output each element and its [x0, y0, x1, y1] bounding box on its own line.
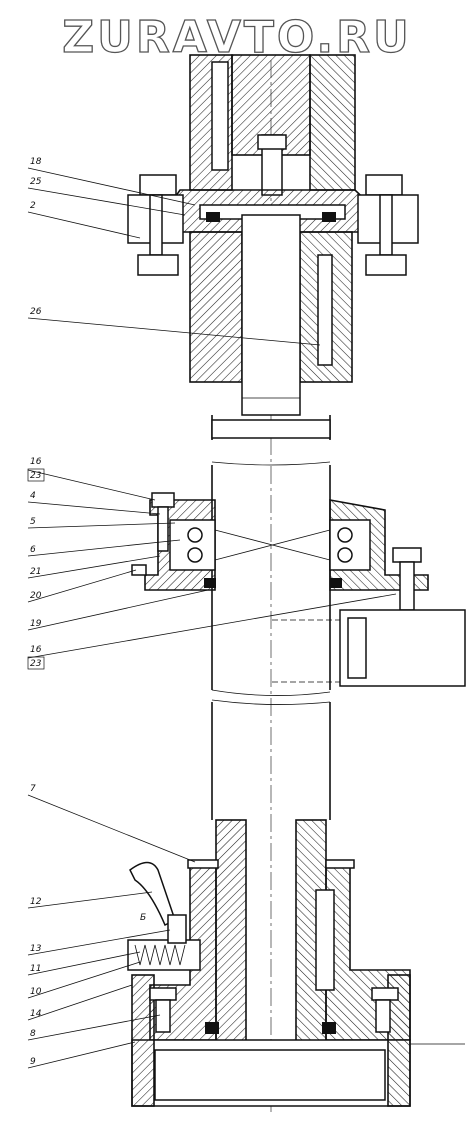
callout-23-a-box: [27, 468, 45, 482]
callout-6: 6: [30, 545, 36, 555]
callout-4: 4: [30, 491, 36, 501]
callout-labels: 18 25 2 26 16 23 4 5 6 21 20 19 16 23 7 …: [27, 157, 146, 1067]
callout-5: 5: [30, 517, 36, 527]
top-housing: [127, 54, 419, 416]
callout-25: 25: [30, 177, 42, 187]
callout-20: 20: [30, 591, 42, 601]
callout-13: 13: [30, 944, 42, 954]
callout-14: 14: [30, 1009, 42, 1019]
bearing-unit: [131, 492, 466, 687]
callout-9: 9: [30, 1057, 36, 1067]
callout-18: 18: [30, 157, 42, 167]
callout-23-b-box: [27, 656, 45, 670]
callout-12: 12: [30, 897, 42, 907]
callout-16-b: 16: [30, 645, 42, 655]
leader-lines: [27, 167, 397, 1069]
watermark-text: ZURAVTO.RU: [62, 12, 411, 63]
callout-21: 21: [30, 567, 41, 577]
lower-assembly: [127, 702, 465, 1107]
section-mark: Б: [140, 913, 146, 923]
callout-2: 2: [30, 201, 36, 211]
callout-11: 11: [30, 964, 41, 974]
break-line: [211, 689, 331, 705]
callout-23-a: 23: [30, 471, 42, 481]
callout-26: 26: [30, 307, 42, 317]
callout-19: 19: [30, 619, 42, 629]
callout-8: 8: [30, 1029, 36, 1039]
callout-10: 10: [30, 987, 42, 997]
callout-7: 7: [30, 784, 36, 794]
callout-16-a: 16: [30, 457, 42, 467]
callout-23-b: 23: [30, 659, 42, 669]
